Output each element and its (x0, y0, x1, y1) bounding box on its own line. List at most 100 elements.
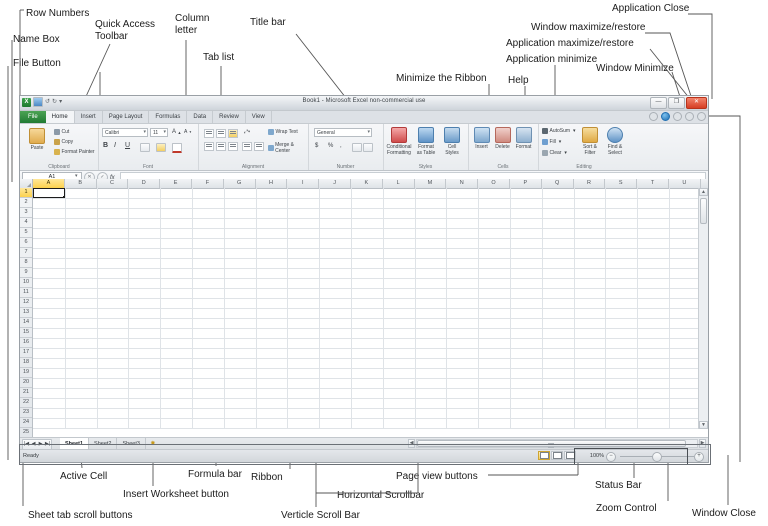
help-icon[interactable] (661, 112, 670, 121)
delete-cells-button[interactable]: Delete (492, 127, 513, 150)
underline-button[interactable]: U (125, 142, 131, 149)
insert-cells-button[interactable]: Insert (471, 127, 492, 150)
increase-indent-icon[interactable] (254, 142, 264, 151)
align-top-icon[interactable] (204, 129, 214, 138)
row-header-11[interactable]: 11 (20, 288, 32, 298)
increase-decimal-icon[interactable] (352, 143, 362, 152)
row-header-9[interactable]: 9 (20, 268, 32, 278)
application-window-controls[interactable]: — ❐ ✕ (650, 97, 707, 109)
app-close-button[interactable]: ✕ (686, 97, 707, 109)
active-cell[interactable] (33, 188, 66, 199)
percent-button[interactable]: % (328, 143, 334, 149)
row-header-3[interactable]: 3 (20, 208, 32, 218)
row-header-22[interactable]: 22 (20, 398, 32, 408)
font-size-combobox[interactable]: 11 (150, 128, 168, 137)
column-header-J[interactable]: J (319, 179, 351, 188)
column-header-B[interactable]: B (65, 179, 97, 188)
row-header-12[interactable]: 12 (20, 298, 32, 308)
zoom-level-label[interactable]: 100% (589, 453, 604, 459)
vertical-scroll-bar[interactable]: ▲ ▼ (698, 188, 708, 429)
format-as-table-button[interactable]: Format as Table (413, 127, 439, 156)
fill-button[interactable]: Fill ▾ (542, 139, 561, 145)
find-select-button[interactable]: Find & Select (603, 127, 627, 156)
row-header-6[interactable]: 6 (20, 238, 32, 248)
insert-function-icon[interactable]: fx (110, 174, 115, 181)
currency-button[interactable]: $ (315, 143, 319, 149)
tab-page-layout[interactable]: Page Layout (102, 111, 150, 123)
zoom-slider-thumb[interactable] (652, 452, 662, 462)
autosum-button[interactable]: AutoSum ▾ (542, 128, 575, 134)
window-close-icon[interactable] (697, 112, 706, 121)
horizontal-scroll-thumb[interactable] (417, 440, 686, 448)
page-layout-view-button[interactable] (551, 451, 563, 460)
column-header-Q[interactable]: Q (542, 179, 574, 188)
column-header-A[interactable]: A (33, 179, 65, 188)
hscroll-right-arrow[interactable]: ▶ (699, 439, 706, 448)
column-header-F[interactable]: F (192, 179, 224, 188)
tab-review[interactable]: Review (213, 111, 246, 123)
cell-styles-button[interactable]: Cell Styles (439, 127, 465, 156)
save-icon[interactable] (33, 97, 43, 107)
format-cells-button[interactable]: Format (513, 127, 534, 150)
tab-formulas[interactable]: Formulas (149, 111, 188, 123)
number-format-combobox[interactable]: General (314, 128, 372, 137)
column-header-O[interactable]: O (478, 179, 510, 188)
column-header-G[interactable]: G (224, 179, 256, 188)
vertical-scroll-thumb[interactable] (700, 198, 707, 224)
sort-filter-button[interactable]: Sort & Filter (578, 127, 602, 156)
comma-button[interactable]: , (340, 143, 342, 149)
cell-grid[interactable] (33, 188, 699, 429)
cut-button[interactable]: Cut (54, 129, 69, 135)
row-header-2[interactable]: 2 (20, 198, 32, 208)
decrease-decimal-icon[interactable] (363, 143, 373, 152)
column-header-U[interactable]: U (669, 179, 701, 188)
column-header-T[interactable]: T (637, 179, 669, 188)
align-middle-icon[interactable] (216, 129, 226, 138)
tab-data[interactable]: Data (187, 111, 214, 123)
row-header-19[interactable]: 19 (20, 368, 32, 378)
zoom-out-button[interactable]: − (606, 452, 616, 462)
paste-button[interactable]: Paste (24, 128, 50, 151)
column-header-D[interactable]: D (128, 179, 161, 188)
row-header-14[interactable]: 14 (20, 318, 32, 328)
font-color-icon[interactable] (172, 143, 182, 153)
app-minimize-button[interactable]: — (650, 97, 667, 109)
font-name-combobox[interactable]: Calibri (102, 128, 148, 137)
quick-access-toolbar[interactable]: X ↺ ↻ ▾ (22, 97, 62, 107)
hscroll-left-arrow[interactable]: ◀ (408, 439, 415, 448)
column-header-N[interactable]: N (446, 179, 479, 188)
tab-file[interactable]: File (20, 111, 46, 123)
row-header-18[interactable]: 18 (20, 358, 32, 368)
borders-icon[interactable] (140, 143, 150, 152)
align-center-icon[interactable] (216, 142, 226, 151)
column-header-L[interactable]: L (383, 179, 415, 188)
tab-view[interactable]: View (245, 111, 272, 123)
italic-button[interactable]: I (114, 142, 116, 149)
row-header-15[interactable]: 15 (20, 328, 32, 338)
row-header-8[interactable]: 8 (20, 258, 32, 268)
bold-button[interactable]: B (103, 142, 109, 149)
column-header-E[interactable]: E (160, 179, 192, 188)
align-bottom-icon[interactable] (228, 129, 238, 138)
merge-center-button[interactable]: Merge & Center (268, 142, 308, 154)
ribbon-help-strip[interactable] (649, 112, 706, 121)
row-header-1[interactable]: 1 (20, 188, 32, 198)
copy-button[interactable]: Copy (54, 139, 73, 145)
horizontal-scrollbar[interactable]: ◀ ▶ (408, 439, 706, 448)
row-header-21[interactable]: 21 (20, 388, 32, 398)
orientation-icon[interactable]: ⤢▾ (244, 129, 251, 135)
clear-button[interactable]: Clear ▾ (542, 150, 567, 156)
customize-qat-icon[interactable]: ▾ (59, 99, 63, 105)
minimize-ribbon-icon[interactable] (649, 112, 658, 121)
select-all-button[interactable] (20, 179, 33, 188)
grow-font-button[interactable]: A▲ (172, 129, 182, 135)
window-minimize-icon[interactable] (673, 112, 682, 121)
column-header-K[interactable]: K (351, 179, 383, 188)
undo-icon[interactable]: ↺ (45, 99, 51, 105)
tab-home[interactable]: Home (45, 111, 75, 123)
row-header-17[interactable]: 17 (20, 348, 32, 358)
redo-icon[interactable]: ↻ (52, 99, 58, 105)
align-left-icon[interactable] (204, 142, 214, 151)
name-box-dropdown-icon[interactable]: ▾ (75, 173, 78, 179)
row-header-24[interactable]: 24 (20, 418, 32, 428)
